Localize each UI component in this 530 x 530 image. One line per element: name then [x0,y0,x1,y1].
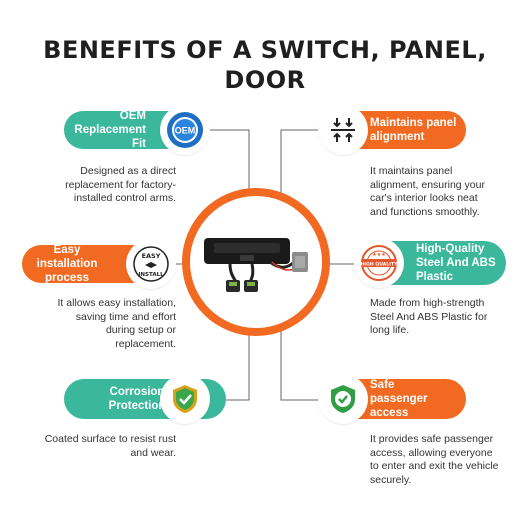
oem-badge-icon: OEM [162,107,208,153]
easy-install-icon: EASY INSTALL [128,241,174,287]
benefit-easy-install-desc: It allows easy installation, saving time… [57,297,176,350]
svg-text:★★★: ★★★ [372,252,386,258]
page-title: BENEFITS OF A SWITCH, PANEL, [43,36,487,64]
benefit-easy-install-title: Easy installation process [36,244,98,284]
alignment-arrows-icon [320,107,366,153]
benefit-safe-access-title: Safe passenger access [370,379,428,419]
benefit-corrosion-desc: Coated surface to resist rust and wear. [44,433,176,459]
connector-oem [199,129,250,196]
benefit-corrosion-title: Corrosion Protection [108,386,166,412]
page-title-line-2: DOOR [224,66,306,94]
easy-install-bottom-text: INSTALL [138,272,164,278]
benefit-alignment-desc: It maintains panel alignment, ensuring y… [370,165,485,218]
high-quality-stamp-text: HIGH QUALITY [361,261,399,267]
benefit-high-quality-desc: Made from high-strength Steel And ABS Pl… [370,297,488,336]
shield-check-icon [162,376,208,422]
benefit-safe-access-desc: It provides safe passenger access, allow… [370,433,499,486]
oem-badge-text: OEM [175,126,196,136]
benefit-alignment-title: Maintains panel alignment [370,117,457,143]
easy-install-top-text: EASY [142,252,161,260]
connector-corrosion [226,330,250,401]
benefit-oem-desc: Designed as a direct replacement for fac… [65,165,176,204]
connector-safe-access [280,330,328,401]
benefit-oem-title: OEM Replacement Fit [74,110,146,150]
switch-panel-image [204,238,308,292]
benefit-high-quality-title: High-Quality Steel And ABS Plastic [416,243,496,283]
high-quality-stamp-icon: HIGH QUALITY ★★★ [356,240,402,286]
check-shield-icon [320,376,366,422]
connector-alignment [280,129,326,196]
product-image [190,196,322,328]
